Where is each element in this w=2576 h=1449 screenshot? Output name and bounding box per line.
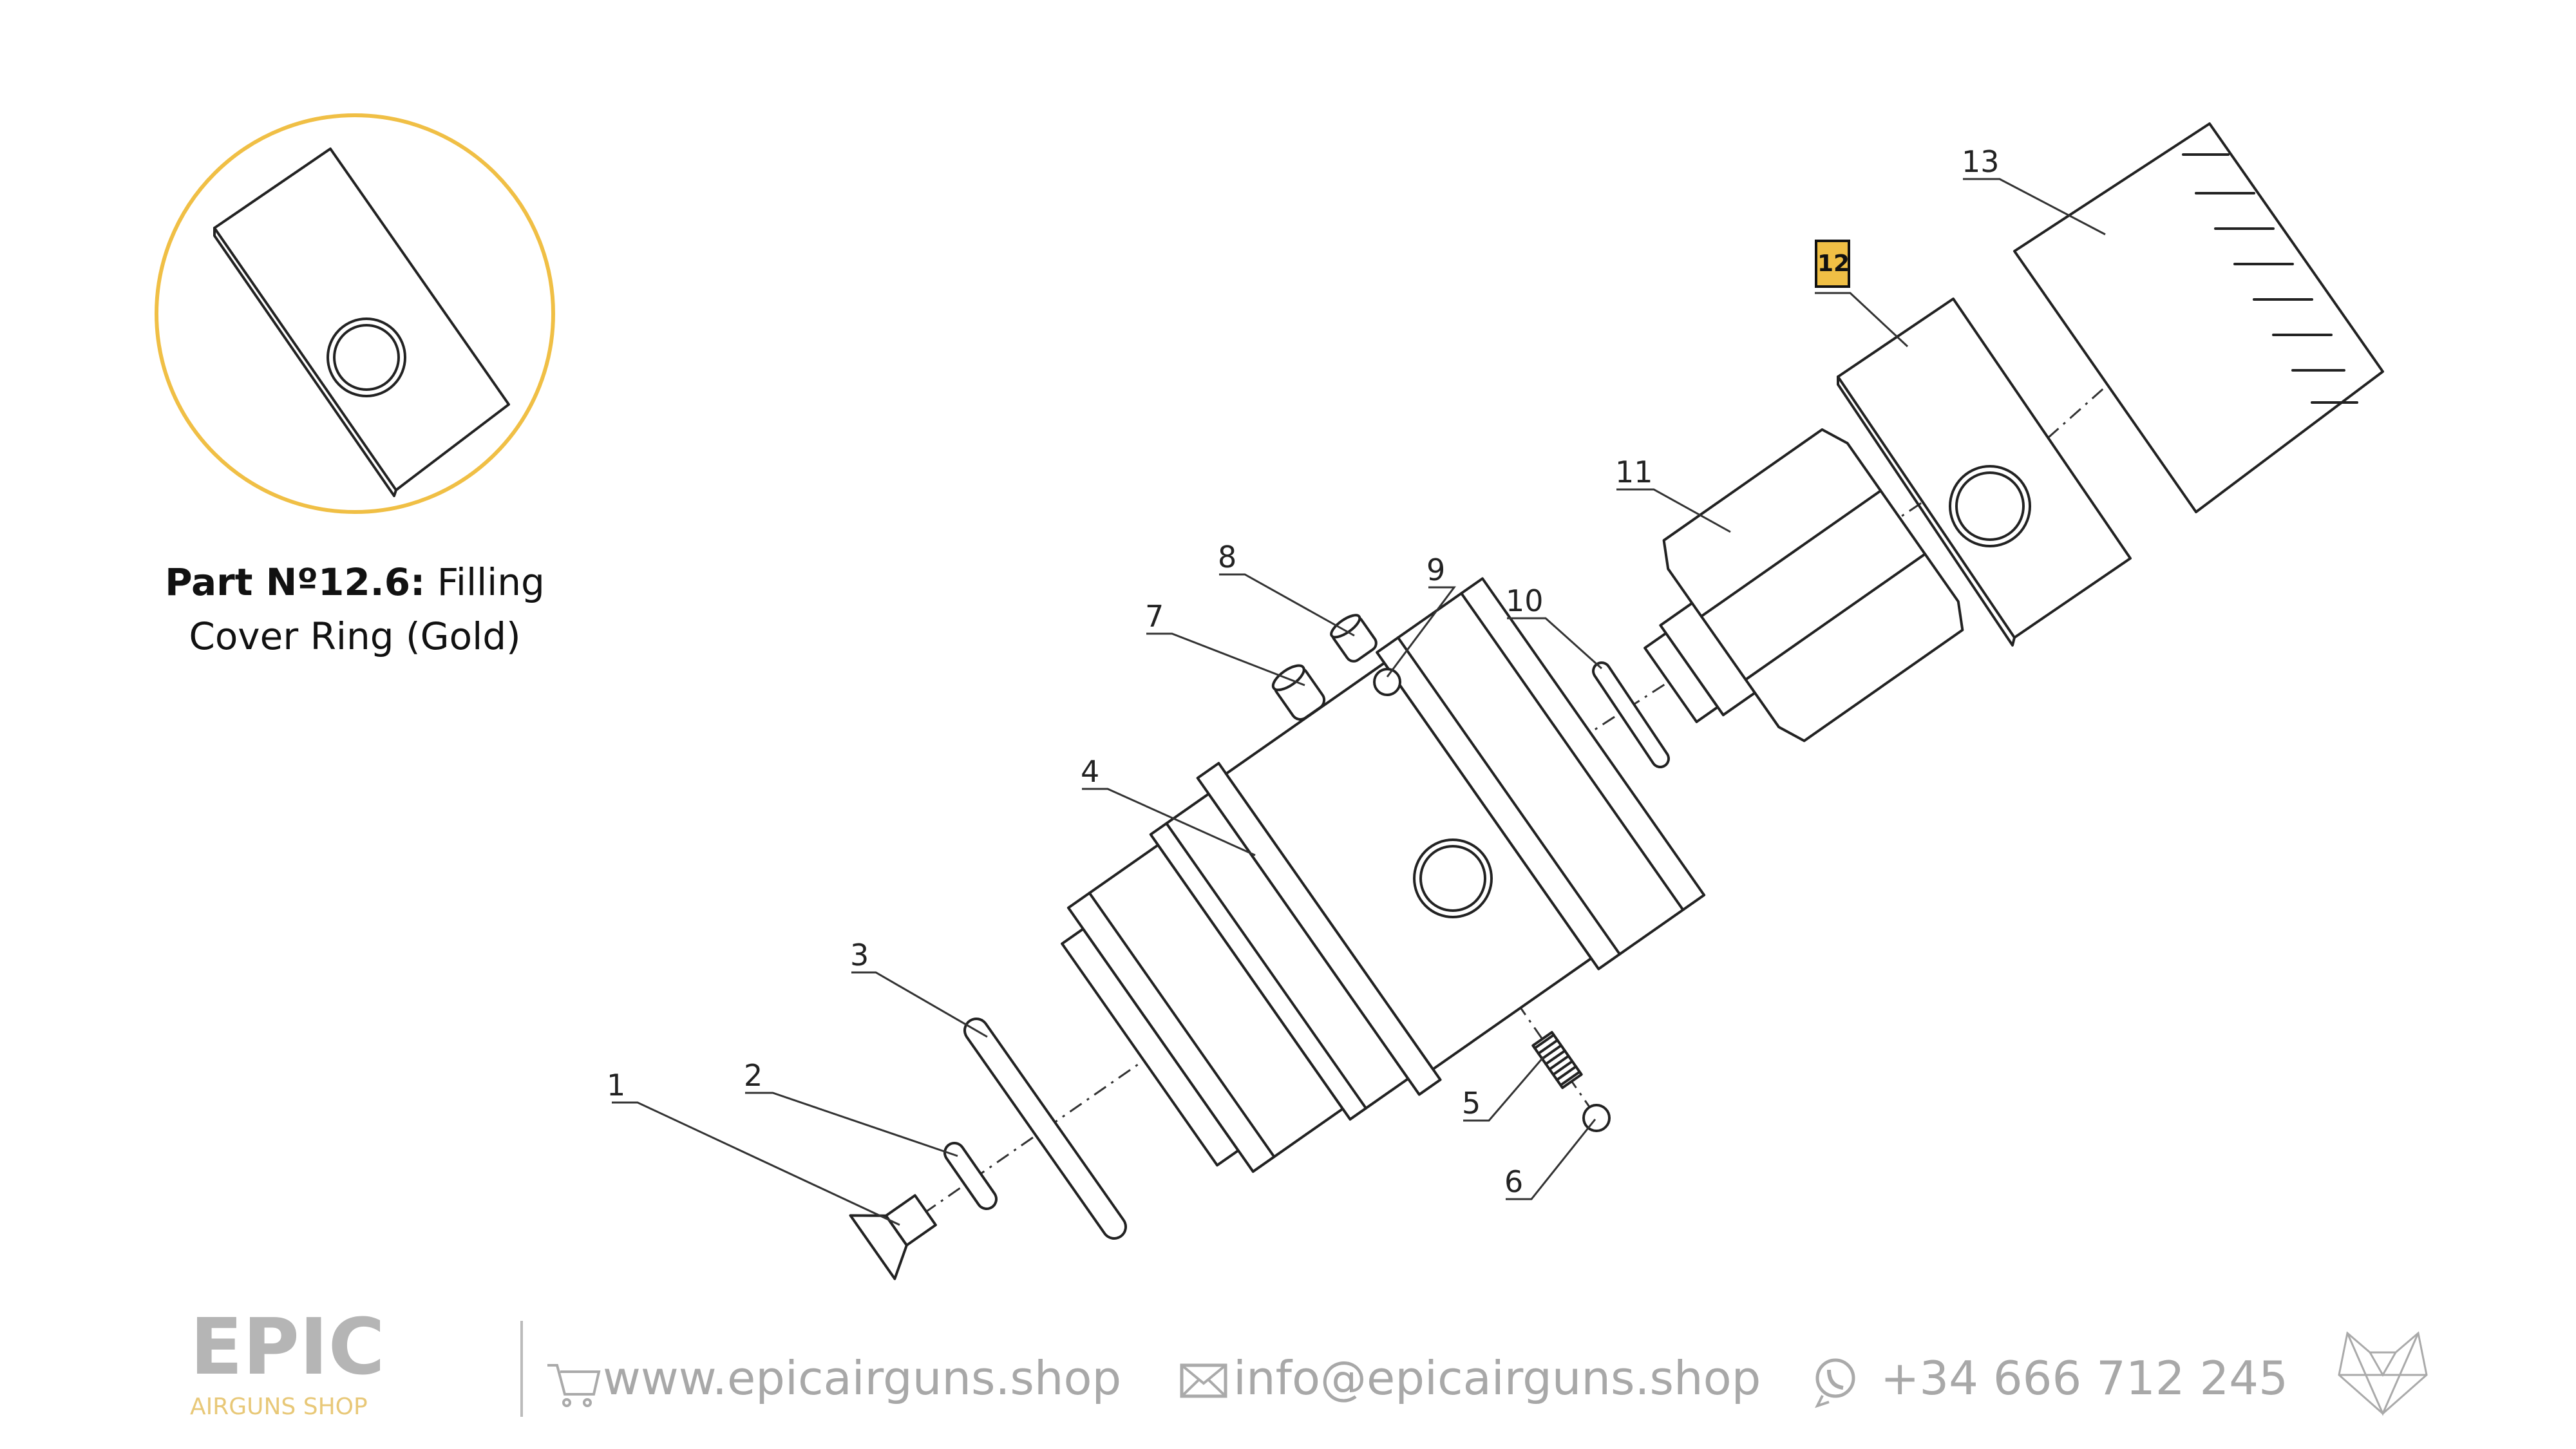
wolf-logo-icon xyxy=(2338,1331,2428,1416)
callout-13: 13 xyxy=(1962,144,2000,179)
part-name-2: Cover Ring (Gold) xyxy=(189,614,521,658)
part-2-pin xyxy=(943,1142,998,1210)
part-4-port-hole xyxy=(1413,838,1493,918)
part-13-end-cap xyxy=(2013,122,2384,513)
callout-leaders xyxy=(612,178,2106,1226)
callout-9: 9 xyxy=(1426,553,1446,587)
callout-12: 12 xyxy=(1815,240,1850,288)
part-number: Part Nº12.6: xyxy=(165,560,426,604)
part-8-screw xyxy=(1330,614,1378,663)
email-link[interactable]: info@epicairguns.shop xyxy=(1233,1351,1761,1405)
callout-2: 2 xyxy=(744,1058,763,1093)
part-3-rod xyxy=(963,1018,1127,1240)
envelope-icon xyxy=(1180,1363,1227,1398)
phone-link[interactable]: +34 666 712 245 xyxy=(1880,1351,2288,1405)
part-7-insert xyxy=(1271,664,1326,721)
callout-6: 6 xyxy=(1504,1164,1524,1199)
whatsapp-icon xyxy=(1815,1358,1855,1408)
callout-8: 8 xyxy=(1218,540,1237,574)
website-link[interactable]: www.epicairguns.shop xyxy=(603,1351,1122,1405)
callout-5: 5 xyxy=(1462,1086,1481,1121)
callout-10: 10 xyxy=(1506,583,1544,618)
callout-3: 3 xyxy=(850,938,869,972)
part-1-screw xyxy=(849,1194,937,1280)
part-caption: Part Nº12.6: Filling Cover Ring (Gold) xyxy=(129,555,581,663)
logo-sub: AIRGUNS SHOP xyxy=(190,1394,368,1420)
footer-graphics xyxy=(520,1321,2428,1417)
part-name-1: Filling xyxy=(425,560,545,604)
part-11-nut xyxy=(1643,428,1964,743)
inset-ring xyxy=(155,113,555,514)
part-9-ball xyxy=(1373,668,1401,696)
inset-plate-hole xyxy=(327,317,406,397)
callout-4: 4 xyxy=(1081,754,1100,789)
logo-main: EPIC xyxy=(190,1303,385,1392)
part-6-ball xyxy=(1582,1104,1611,1132)
callout-1: 1 xyxy=(607,1068,626,1103)
callout-7: 7 xyxy=(1145,599,1164,634)
callout-11: 11 xyxy=(1615,455,1653,489)
cart-icon xyxy=(547,1364,601,1407)
part-12-filling-cover-ring xyxy=(1837,298,2132,647)
inset-detail xyxy=(155,113,555,514)
part-10-oring xyxy=(1592,661,1670,768)
part-5-spring xyxy=(1531,1030,1583,1090)
part-4-body xyxy=(1061,577,1706,1173)
